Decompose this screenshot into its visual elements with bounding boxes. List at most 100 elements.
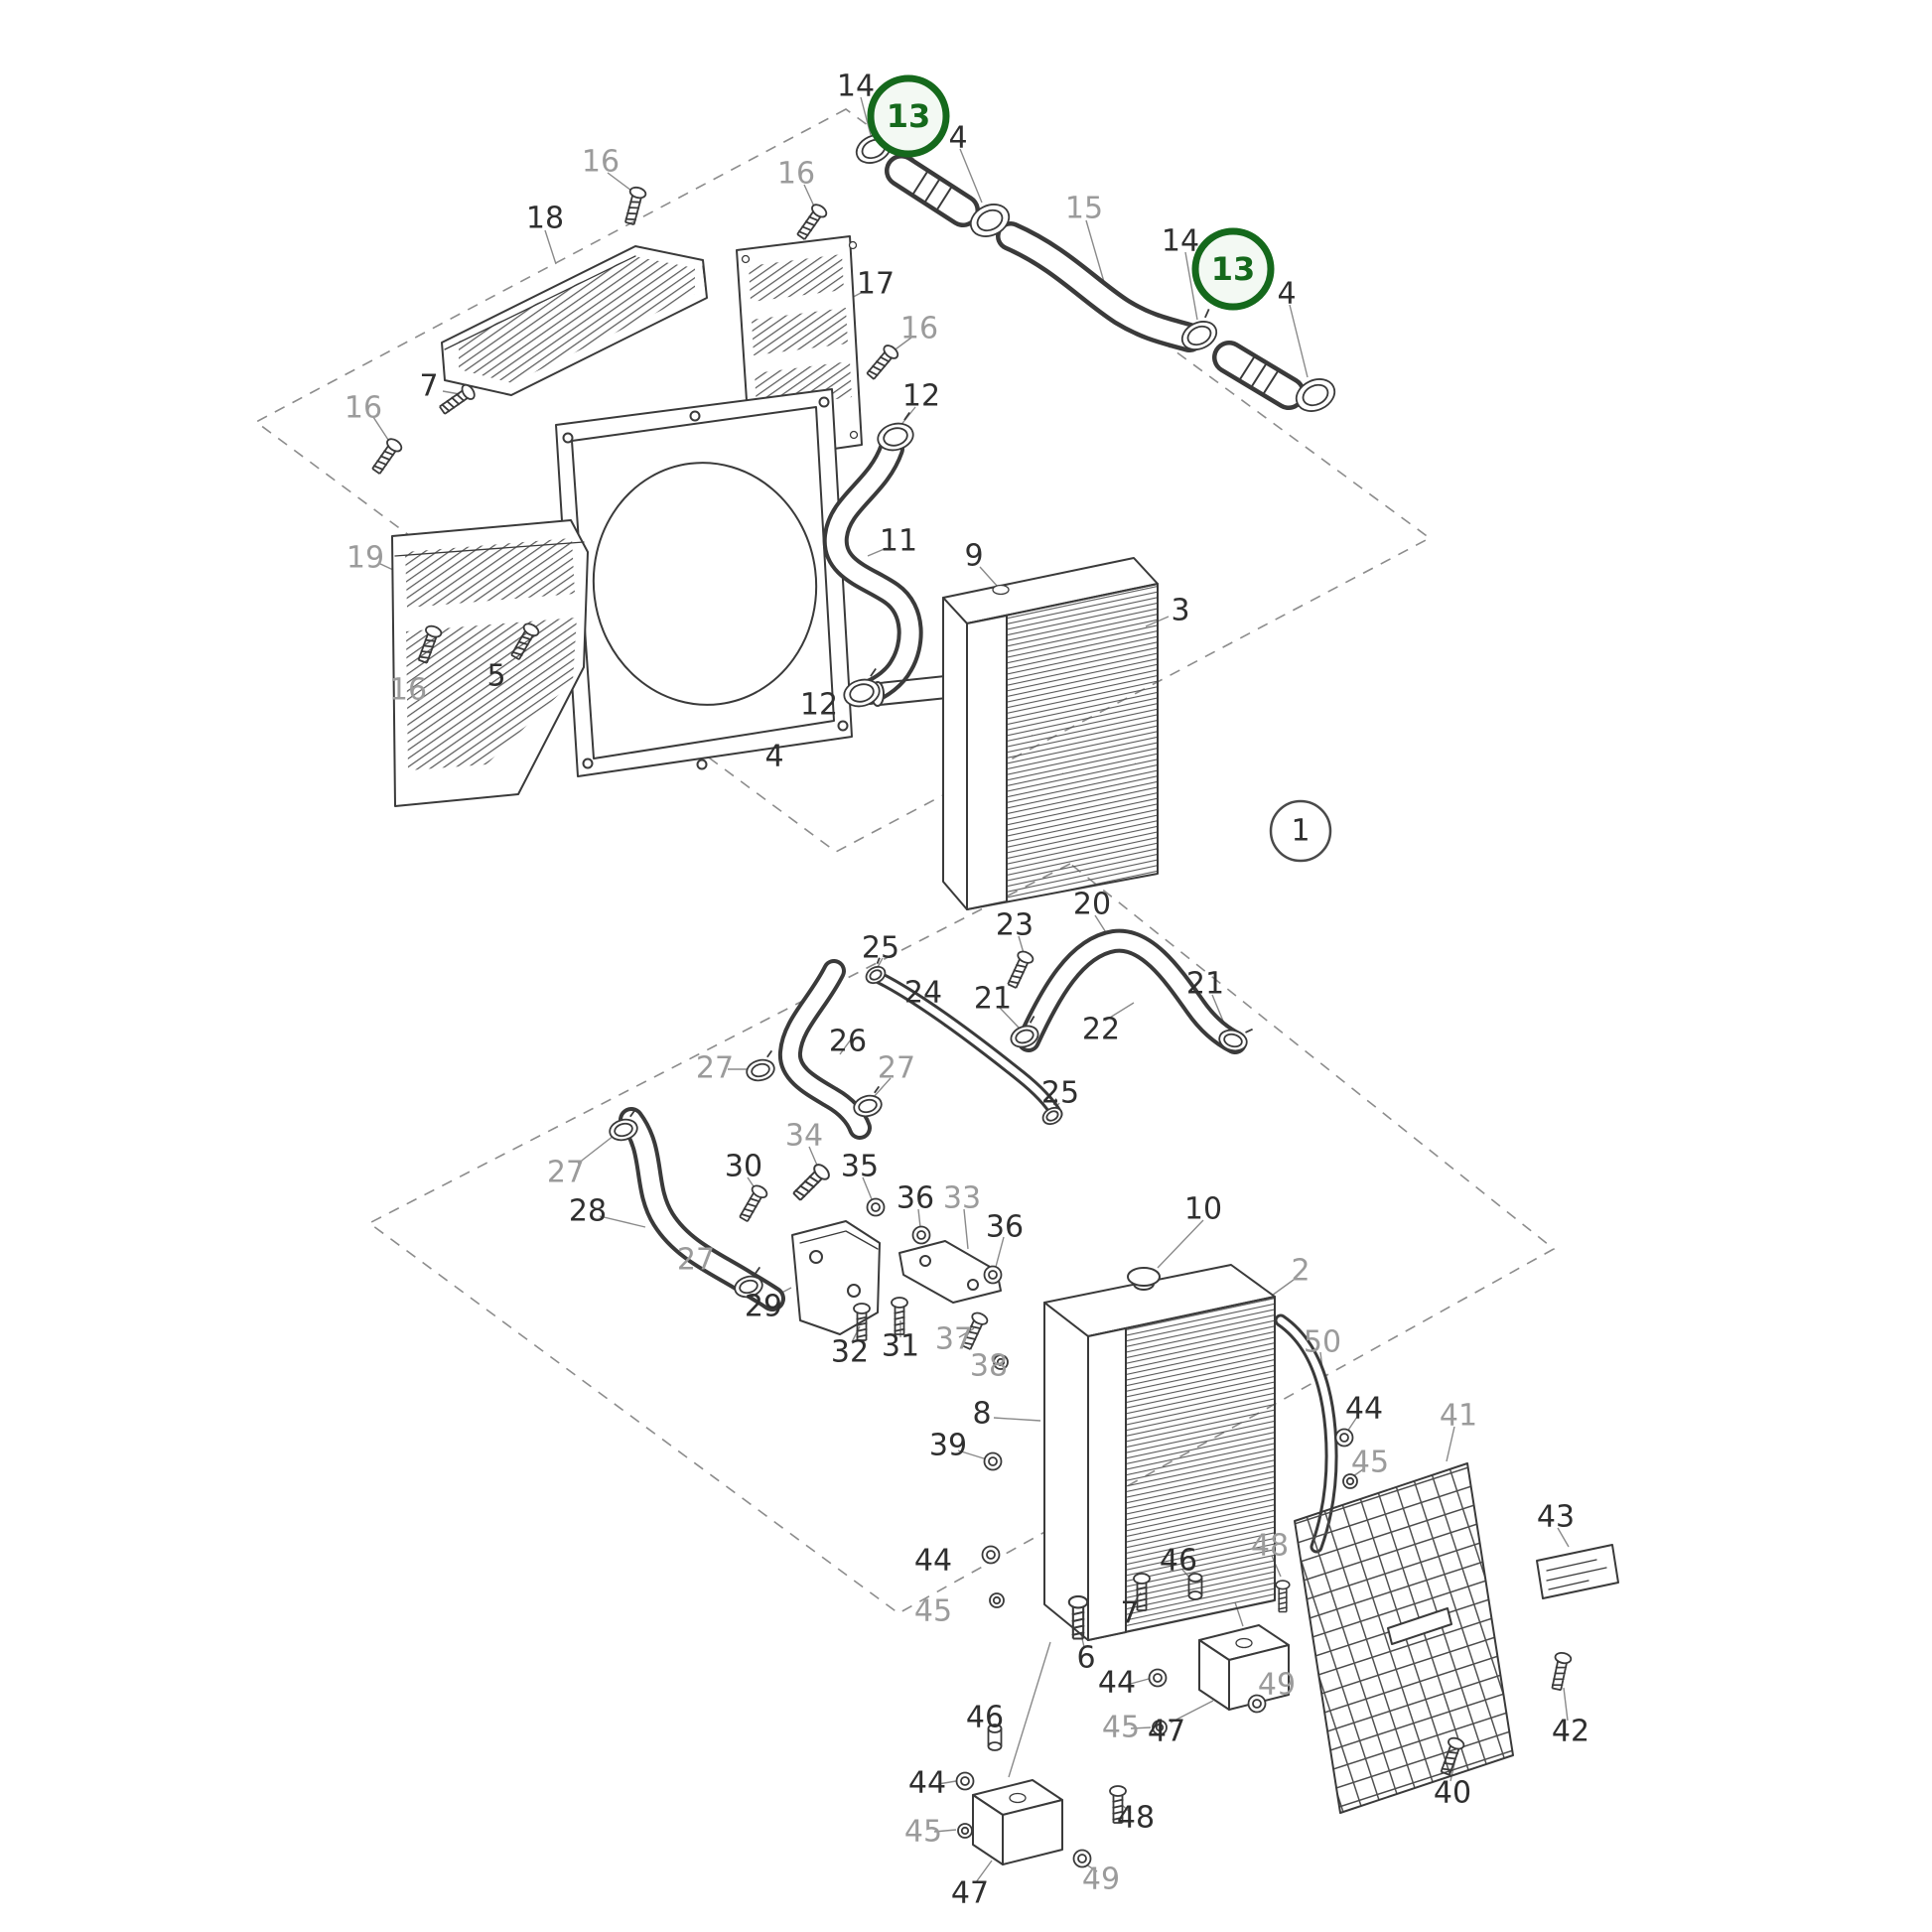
part-callout-32: 32 (831, 1335, 869, 1370)
part-callout-46: 46 (1160, 1544, 1197, 1579)
part-callout-50: 50 (1304, 1325, 1341, 1360)
fan-shroud-4 (555, 388, 853, 777)
highlighted-callout-13: 13 (1211, 250, 1256, 288)
part-callout-26: 26 (829, 1025, 867, 1059)
support-bracket-33 (898, 1240, 1002, 1304)
intake-sleeve-13-a (885, 154, 980, 227)
part-callout-35: 35 (841, 1150, 879, 1184)
part-callout-23: 23 (996, 908, 1034, 943)
part-callout-21: 21 (1186, 967, 1224, 1002)
part-callout-11: 11 (880, 524, 917, 559)
hose-11 (822, 436, 923, 705)
part-callout-5: 5 (486, 659, 505, 694)
highlight-circle-13 (1191, 227, 1275, 311)
bolt-16 (368, 435, 405, 478)
part-callout-27: 27 (677, 1243, 715, 1278)
part-callout-37: 37 (935, 1322, 973, 1357)
bolt-30 (736, 1182, 770, 1224)
name-plate-43 (1536, 1544, 1619, 1599)
highlighted-callout-13: 13 (887, 97, 931, 135)
part-callout-49: 49 (1258, 1668, 1296, 1703)
part-callout-39: 39 (929, 1429, 967, 1463)
part-callout-36: 36 (986, 1210, 1024, 1245)
part-callout-4: 4 (948, 121, 967, 156)
bolt-34 (789, 1161, 833, 1204)
part-callout-29: 29 (745, 1290, 782, 1324)
part-callout-45: 45 (1102, 1711, 1140, 1745)
part-callout-44: 44 (1345, 1392, 1383, 1427)
bolt-48 (1275, 1580, 1291, 1613)
part-callout-17: 17 (857, 267, 895, 302)
assembly-ref-number: 1 (1291, 814, 1310, 849)
side-cover-19 (391, 519, 589, 807)
part-callout-19: 19 (346, 541, 384, 576)
washer-45 (957, 1823, 973, 1839)
part-callout-41: 41 (1440, 1399, 1477, 1434)
bolt-16 (863, 342, 901, 383)
part-callout-40: 40 (1434, 1776, 1471, 1811)
part-callout-47: 47 (1148, 1715, 1185, 1749)
part-callout-27: 27 (547, 1156, 585, 1190)
part-callout-24: 24 (904, 976, 942, 1011)
intake-sleeve-13-b (1212, 341, 1306, 410)
bolt-16 (621, 185, 648, 226)
part-callout-7: 7 (1120, 1596, 1139, 1631)
part-callout-9: 9 (964, 539, 983, 574)
part-callout-44: 44 (914, 1544, 952, 1579)
part-callout-4: 4 (764, 740, 783, 774)
mount-bracket-47-a (1198, 1624, 1290, 1711)
hose-20 (1017, 928, 1247, 1054)
hose-24 (871, 970, 1063, 1121)
part-callout-44: 44 (908, 1766, 946, 1801)
hose-15 (996, 221, 1204, 352)
part-callout-16: 16 (389, 673, 427, 708)
part-callout-3: 3 (1171, 594, 1189, 628)
part-callout-16: 16 (777, 157, 815, 192)
part-callout-14: 14 (837, 69, 875, 104)
part-callout-8: 8 (972, 1397, 991, 1432)
part-callout-27: 27 (878, 1051, 915, 1086)
part-callout-18: 18 (526, 202, 564, 236)
part-callout-48: 48 (1251, 1529, 1289, 1564)
part-callout-31: 31 (882, 1329, 919, 1364)
part-callout-20: 20 (1073, 888, 1111, 922)
part-callout-36: 36 (897, 1181, 934, 1216)
mount-bracket-47-b (972, 1779, 1063, 1865)
part-callout-25: 25 (1041, 1076, 1079, 1111)
part-callout-28: 28 (569, 1194, 607, 1229)
part-callout-42: 42 (1552, 1715, 1589, 1749)
part-callout-22: 22 (1082, 1013, 1120, 1047)
washer-45 (989, 1592, 1005, 1608)
assembly-boundary-lines (254, 108, 1556, 1614)
nut-44 (955, 1771, 975, 1791)
part-callout-45: 45 (904, 1815, 942, 1850)
nut-35 (866, 1197, 886, 1217)
part-callout-16: 16 (582, 145, 620, 180)
part-callout-45: 45 (1351, 1446, 1389, 1480)
part-callout-12: 12 (800, 688, 838, 723)
part-callout-45: 45 (914, 1594, 952, 1629)
part-callout-44: 44 (1098, 1666, 1136, 1701)
part-callout-16: 16 (900, 312, 938, 346)
part-callout-34: 34 (785, 1119, 823, 1154)
part-callout-15: 15 (1065, 192, 1103, 226)
bolt-16 (793, 201, 830, 243)
part-callout-49: 49 (1082, 1863, 1120, 1897)
highlight-circle-13 (867, 74, 950, 158)
nut-36 (911, 1225, 931, 1245)
grille-screen-41 (1294, 1462, 1514, 1814)
nut-44 (1148, 1668, 1168, 1688)
part-callout-7: 7 (419, 369, 438, 404)
part-callout-43: 43 (1537, 1500, 1575, 1535)
clamp-27-a (742, 1049, 779, 1085)
nut-36 (983, 1265, 1003, 1285)
part-callout-25: 25 (862, 931, 899, 966)
radiator-2 (1043, 1264, 1276, 1641)
part-callout-46: 46 (966, 1701, 1004, 1735)
part-callout-33: 33 (943, 1181, 981, 1216)
bolt-42 (1548, 1650, 1574, 1692)
drain-plug-39 (983, 1451, 1003, 1471)
part-callout-6: 6 (1076, 1641, 1095, 1676)
radiator-3 (871, 557, 1159, 910)
